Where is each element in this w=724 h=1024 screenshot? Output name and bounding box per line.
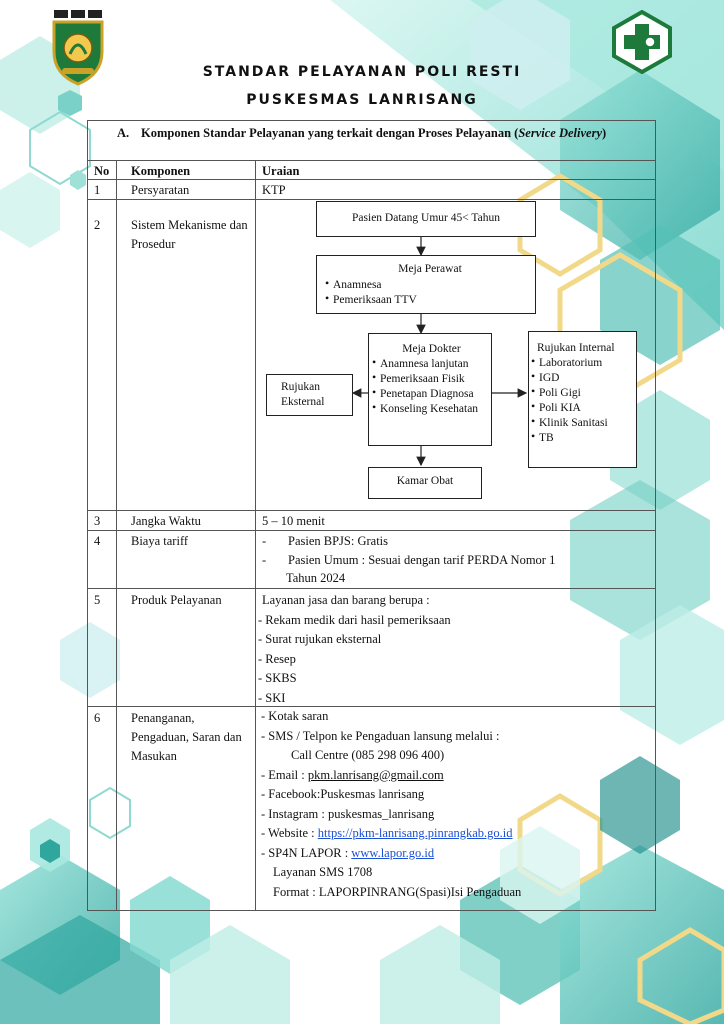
puskesmas-cross-icon: [612, 10, 672, 74]
flow-pharmacy-box: Kamar Obat: [368, 467, 482, 499]
flow-doctor-desk-box: Meja Dokter Anamnesa lanjutan Pemeriksaa…: [368, 333, 492, 446]
list-item: Anamnesa: [325, 276, 535, 293]
list-item: Poli Gigi: [531, 384, 636, 401]
table-row: 3 Jangka Waktu 5 – 10 menit: [88, 511, 655, 531]
page-subtitle: PUSKESMAS LANRISANG: [246, 92, 478, 108]
list-item: TB: [531, 429, 636, 446]
table-row-procedure: 2 Sistem Mekanisme dan Prosedur Pasien D…: [88, 200, 655, 511]
list-item: Klinik Sanitasi: [531, 414, 636, 431]
regency-emblem-icon: [52, 10, 104, 86]
lapor-link[interactable]: www.lapor.go.id: [351, 845, 435, 860]
table-header-row: No Komponen Uraian: [88, 161, 655, 180]
list-item: Poli KIA: [531, 399, 636, 416]
website-link[interactable]: https://pkm-lanrisang.pinrangkab.go.id: [317, 826, 513, 840]
list-item: Laboratorium: [531, 354, 636, 371]
flow-nurse-desk-box: Meja Perawat Anamnesa Pemeriksaan TTV: [316, 255, 536, 314]
list-item: Anamnesa lanjutan: [372, 355, 491, 372]
list-item: Pemeriksaan Fisik: [372, 370, 491, 387]
list-item: Konseling Kesehatan: [372, 400, 491, 417]
service-standard-table: A. Komponen Standar Pelayanan yang terka…: [87, 120, 656, 911]
list-item: - SKBS: [258, 671, 297, 685]
column-divider: [255, 161, 256, 910]
list-item: - Rekam medik dari hasil pemeriksaan: [258, 612, 451, 627]
section-title: Komponen Standar Pelayanan yang terkait …: [141, 126, 607, 140]
header-no: No: [94, 164, 110, 178]
list-item: Penetapan Diagnosa: [372, 385, 491, 402]
list-item: - SKI: [258, 690, 286, 705]
flowchart-arrows: [351, 237, 528, 467]
list-item: IGD: [531, 369, 636, 386]
header-uraian: Uraian: [262, 164, 300, 178]
email-link[interactable]: pkm.lanrisang@gmail.com: [307, 767, 444, 782]
list-item: - Surat rujukan eksternal: [258, 632, 382, 646]
page-title: STANDAR PELAYANAN POLI RESTI: [202, 64, 522, 80]
flow-start-box: Pasien Datang Umur 45< Tahun: [316, 201, 536, 237]
flow-external-referral-box: Rujukan Eksternal: [266, 374, 353, 416]
table-row: 4 Biaya tariff -Pasien BPJS: Gratis -Pas…: [88, 531, 655, 589]
flow-internal-referral-box: Rujukan Internal Laboratorium IGD Poli G…: [528, 331, 637, 468]
table-row: 1 Persyaratan KTP: [88, 180, 655, 200]
column-divider: [116, 161, 117, 910]
header-komponen: Komponen: [131, 164, 191, 178]
section-heading: A. Komponen Standar Pelayanan yang terka…: [88, 121, 655, 161]
table-row: 5 Produk Pelayanan Layanan jasa dan bara…: [88, 589, 655, 707]
section-label: A.: [117, 126, 130, 140]
list-item: Pemeriksaan TTV: [325, 291, 535, 308]
table-row: 6 Penanganan, Pengaduan, Saran dan Masuk…: [94, 709, 522, 899]
list-item: - Resep: [258, 651, 296, 666]
